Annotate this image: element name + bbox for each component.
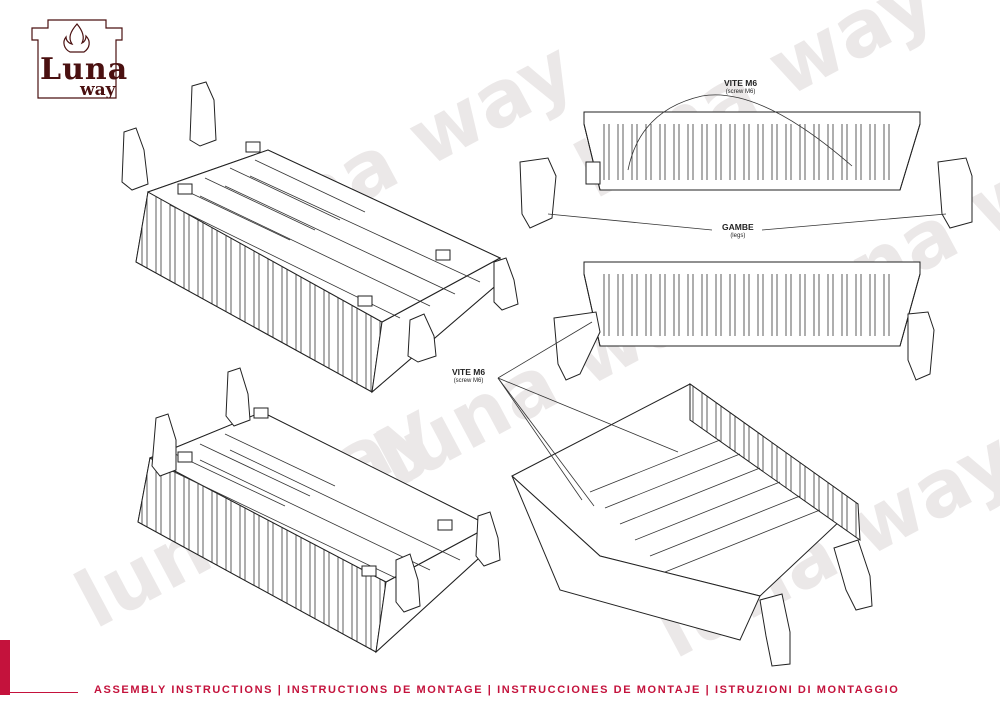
legs-label: GAMBE (legs) xyxy=(722,222,754,239)
logo-frame xyxy=(31,19,123,99)
legs-label-sub: (legs) xyxy=(730,233,746,239)
footer-accent-bar xyxy=(0,640,10,695)
leg-part xyxy=(121,81,519,363)
screw-label-bottom-main: VITE M6 xyxy=(452,367,486,377)
legs-label-main: GAMBE xyxy=(722,222,754,232)
grate-assembled-isometric xyxy=(497,321,873,667)
side-view-exploded xyxy=(519,94,973,231)
logo-main-text: Luna xyxy=(40,52,129,87)
grate-upside-down-step2 xyxy=(137,367,501,654)
side-view-assembled xyxy=(553,261,935,381)
footer-title: ASSEMBLY INSTRUCTIONS | INSTRUCTIONS DE … xyxy=(94,684,900,696)
grate-upside-down-step1 xyxy=(135,141,502,394)
screw-label-top-sub: (screw M6) xyxy=(725,89,756,95)
footer-accent-line xyxy=(10,692,78,693)
brand-logo: Luna way xyxy=(22,12,132,112)
logo-sub-text: way xyxy=(80,80,116,100)
screw-label-top: VITE M6 (screw M6) xyxy=(724,78,757,95)
screw-label-top-main: VITE M6 xyxy=(724,78,758,88)
screw-label-bottom: VITE M6 (screw M6) xyxy=(452,367,485,384)
flame-icon xyxy=(63,23,90,53)
screw-label-bottom-sub: (screw M6) xyxy=(453,378,484,384)
